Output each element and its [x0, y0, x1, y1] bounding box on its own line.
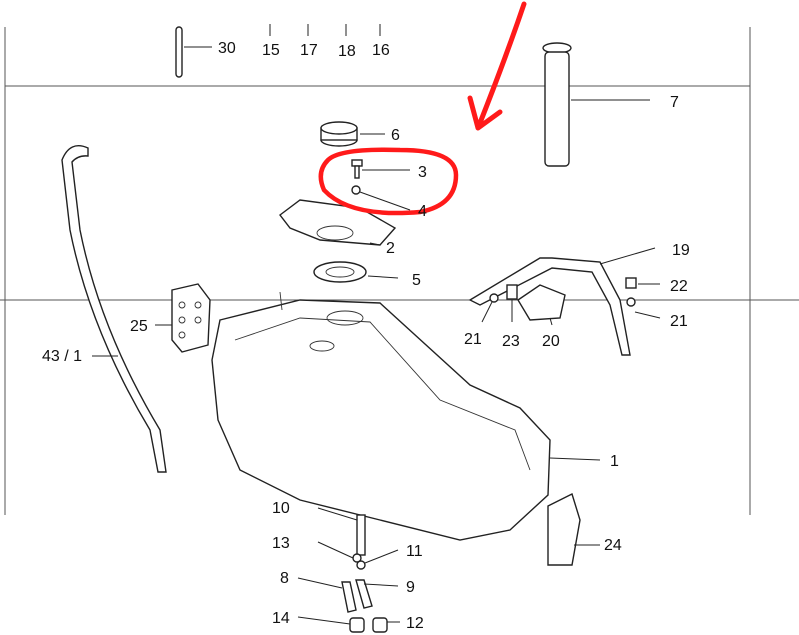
part-22-nut[interactable]: [625, 277, 660, 289]
part-7-sender-tube[interactable]: [542, 42, 650, 167]
callout-19: 19: [672, 242, 690, 259]
callout-25: 25: [130, 318, 148, 335]
callout-13: 13: [272, 535, 290, 552]
part-21-washer-right[interactable]: [626, 297, 661, 319]
part-10-screw[interactable]: [317, 507, 366, 556]
part-19-strap[interactable]: [468, 247, 656, 356]
part-3-screw[interactable]: [351, 159, 410, 179]
part-23-bolt[interactable]: [506, 284, 518, 322]
callout-30: 30: [218, 40, 236, 57]
callout-22: 22: [670, 278, 688, 295]
part-25-bracket[interactable]: [155, 283, 211, 353]
top-leader-lines: [269, 24, 381, 36]
callout-18: 18: [338, 43, 356, 60]
callout-43-1: 43 / 1: [42, 348, 82, 365]
callout-labels: 30 15 17 18 16 7 6 3 4 2 5 19 22 21 21 2…: [42, 40, 690, 632]
part-5-gasket[interactable]: [313, 261, 399, 283]
callout-6: 6: [391, 127, 400, 144]
callout-9: 9: [406, 579, 415, 596]
part-13-washer[interactable]: [317, 541, 362, 563]
callout-20: 20: [542, 333, 560, 350]
callout-10: 10: [272, 500, 290, 517]
callout-21-right: 21: [670, 313, 688, 330]
callout-1: 1: [610, 453, 619, 470]
red-highlight-annotation: [318, 1, 527, 216]
part-1-fuel-tank[interactable]: [211, 291, 601, 541]
callout-11: 11: [406, 543, 423, 560]
part-20-mount[interactable]: [517, 284, 566, 326]
callout-14: 14: [272, 610, 290, 627]
part-4-washer[interactable]: [351, 185, 411, 211]
part-8-elbow[interactable]: [297, 577, 357, 613]
part-6-filler-cap[interactable]: [320, 121, 385, 147]
part-43-1-vent-hose[interactable]: [61, 145, 167, 473]
callout-16: 16: [372, 42, 390, 59]
callout-15: 15: [262, 42, 280, 59]
callout-7: 7: [670, 94, 679, 111]
callout-3: 3: [418, 164, 427, 181]
part-12-cap[interactable]: [372, 617, 400, 633]
callout-24: 24: [604, 537, 622, 554]
frame-lines: [0, 27, 799, 515]
callout-12: 12: [406, 615, 424, 632]
part-30-rod[interactable]: [175, 26, 212, 78]
callout-4: 4: [418, 203, 427, 220]
part-24-guard[interactable]: [547, 493, 600, 566]
part-11-washer[interactable]: [356, 549, 399, 570]
red-arrow-icon: [467, 1, 527, 131]
callout-17: 17: [300, 42, 318, 59]
callout-2: 2: [386, 240, 395, 257]
callout-21-left: 21: [464, 331, 482, 348]
callout-23: 23: [502, 333, 520, 350]
callout-8: 8: [280, 570, 289, 587]
red-circle-marker: [318, 147, 459, 216]
part-14-cap[interactable]: [297, 616, 365, 633]
part-2-filler-plate[interactable]: [279, 199, 397, 246]
part-21-washer-left[interactable]: [481, 293, 499, 323]
callout-5: 5: [412, 272, 421, 289]
part-9-elbow[interactable]: [355, 579, 399, 609]
